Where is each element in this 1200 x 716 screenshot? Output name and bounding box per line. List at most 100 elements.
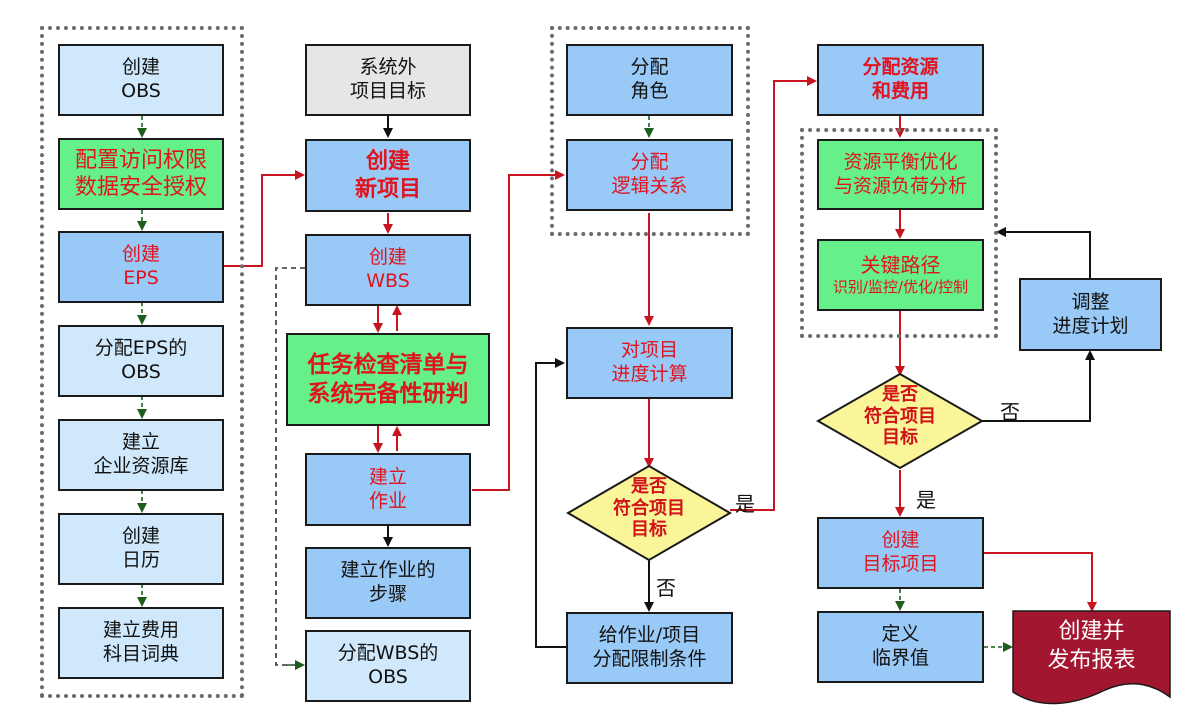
decision-2-line3: 目标 [882, 427, 918, 449]
external-goal-box[interactable]: 系统外 项目目标 [305, 44, 471, 116]
adjust-schedule-line1: 调整 [1071, 290, 1110, 313]
connector-activity-to-logic [472, 170, 565, 491]
constraints-line2: 分配限制条件 [592, 648, 707, 670]
connector-wbs-to-assign-wbs-obs [275, 267, 305, 666]
report-document-shape[interactable] [1012, 610, 1171, 705]
decision-1-shape[interactable] [566, 464, 732, 562]
decision-2-line1: 是否 [882, 384, 918, 405]
create-activity-line2: 作业 [368, 489, 407, 512]
decision-1-text: 是否 符合项目 目标 [589, 476, 709, 541]
resource-library-box[interactable]: 建立 企业资源库 [58, 419, 224, 491]
schedule-calc-box[interactable]: 对项目 进度计算 [566, 327, 733, 399]
decision-2-line2: 符合项目 [864, 405, 936, 427]
external-goal-line2: 项目目标 [349, 80, 426, 102]
schedule-calc-line2: 进度计算 [611, 363, 688, 385]
create-eps-box[interactable]: 创建 EPS [58, 231, 224, 303]
create-baseline-box[interactable]: 创建 目标项目 [817, 517, 984, 589]
create-calendar-line1: 创建 [121, 525, 160, 548]
create-obs-box[interactable]: 创建 OBS [58, 44, 224, 116]
constraints-box[interactable]: 给作业/项目 分配限制条件 [566, 612, 733, 684]
create-new-project-box[interactable]: 创建 新项目 [305, 139, 471, 212]
create-activity-line1: 建立 [368, 465, 407, 488]
assign-logic-line2: 逻辑关系 [611, 175, 688, 197]
connector-adjust-to-group [996, 227, 1091, 279]
decision-2-shape[interactable] [815, 372, 985, 470]
resource-library-line2: 企业资源库 [93, 455, 189, 477]
configure-access-box[interactable]: 配置访问权限 数据安全授权 [58, 138, 224, 210]
connector-baseline-to-report [984, 552, 1097, 612]
decision-2-no-label: 否 [1000, 400, 1020, 424]
connector-decision1-yes-to-resources [730, 76, 817, 511]
resource-leveling-line2: 与资源负荷分析 [833, 174, 967, 197]
task-checklist-line1: 任务检查清单与 [307, 351, 469, 378]
setup-group-border [40, 26, 244, 698]
decision-1-line3: 目标 [631, 519, 667, 541]
critical-path-line2: 识别/监控/优化/控制 [832, 278, 969, 297]
assign-resources-line2: 和费用 [871, 80, 929, 102]
roles-logic-group-border [550, 26, 750, 236]
critical-path-box[interactable]: 关键路径 识别/监控/优化/控制 [817, 239, 984, 311]
connector-constraints-to-schedule [535, 358, 566, 648]
create-baseline-line2: 目标项目 [862, 553, 939, 575]
assign-wbs-obs-box[interactable]: 分配WBS的 OBS [305, 630, 471, 702]
adjust-schedule-line2: 进度计划 [1052, 314, 1129, 337]
create-eps-line2: EPS [123, 267, 159, 289]
assign-eps-obs-line1: 分配EPS的 [94, 337, 188, 360]
cost-dictionary-line2: 科目词典 [102, 643, 179, 665]
decision-2-text: 是否 符合项目 目标 [840, 384, 960, 449]
create-calendar-box[interactable]: 创建 日历 [58, 513, 224, 585]
create-baseline-line1: 创建 [881, 529, 920, 552]
create-new-project-line2: 新项目 [354, 176, 421, 202]
decision-1-yes-label: 是 [735, 492, 755, 516]
activity-steps-line1: 建立作业的 [340, 559, 436, 582]
assign-logic-line1: 分配 [630, 151, 669, 174]
assign-eps-obs-line2: OBS [121, 361, 161, 383]
cost-dictionary-line1: 建立费用 [102, 619, 179, 642]
assign-wbs-obs-line1: 分配WBS的 [337, 642, 439, 665]
assign-resources-box[interactable]: 分配资源 和费用 [817, 44, 984, 116]
external-goal-line1: 系统外 [359, 56, 417, 79]
configure-access-line1: 配置访问权限 [74, 147, 207, 173]
cost-dictionary-box[interactable]: 建立费用 科目词典 [58, 607, 224, 679]
assign-wbs-obs-line2: OBS [368, 666, 408, 688]
create-wbs-box[interactable]: 创建 WBS [305, 234, 471, 306]
define-thresholds-line1: 定义 [881, 623, 920, 646]
assign-eps-obs-box[interactable]: 分配EPS的 OBS [58, 325, 224, 397]
task-checklist-box[interactable]: 任务检查清单与 系统完备性研判 [286, 333, 490, 426]
task-checklist-line2: 系统完备性研判 [307, 380, 469, 407]
create-new-project-line1: 创建 [365, 149, 410, 174]
define-thresholds-box[interactable]: 定义 临界值 [817, 611, 984, 683]
resource-analysis-group-border [800, 128, 998, 338]
decision-1-no-label: 否 [656, 576, 676, 600]
create-calendar-line2: 日历 [121, 549, 160, 571]
resource-library-line1: 建立 [121, 431, 160, 454]
publish-reports-text: 创建并 发布报表 [1013, 618, 1170, 675]
create-wbs-line2: WBS [366, 270, 410, 292]
create-activity-box[interactable]: 建立 作业 [305, 453, 471, 526]
adjust-schedule-box[interactable]: 调整 进度计划 [1019, 278, 1162, 351]
configure-access-line2: 数据安全授权 [74, 175, 207, 200]
create-wbs-line1: 创建 [368, 246, 407, 269]
constraints-line1: 给作业/项目 [598, 624, 701, 647]
publish-reports-line1: 创建并 [1058, 619, 1125, 644]
activity-steps-line2: 步骤 [368, 583, 407, 605]
create-obs-line1: 创建 [121, 56, 160, 79]
resource-leveling-box[interactable]: 资源平衡优化 与资源负荷分析 [817, 139, 984, 210]
decision-2-yes-label: 是 [916, 488, 936, 512]
activity-steps-box[interactable]: 建立作业的 步骤 [305, 547, 471, 619]
assign-resources-line1: 分配资源 [862, 56, 939, 79]
schedule-calc-line1: 对项目 [620, 339, 678, 362]
create-obs-line2: OBS [121, 80, 161, 102]
connector-decision2-no-to-adjust [982, 350, 1095, 422]
create-eps-line1: 创建 [121, 243, 160, 266]
resource-leveling-line1: 资源平衡优化 [843, 150, 958, 173]
assign-roles-line2: 角色 [630, 80, 669, 102]
assign-logic-box[interactable]: 分配 逻辑关系 [566, 139, 733, 211]
publish-reports-line2: 发布报表 [1047, 647, 1136, 673]
assign-roles-box[interactable]: 分配 角色 [566, 44, 733, 116]
decision-1-line2: 符合项目 [613, 497, 685, 519]
decision-1-line1: 是否 [631, 476, 667, 497]
assign-roles-line1: 分配 [630, 56, 669, 79]
